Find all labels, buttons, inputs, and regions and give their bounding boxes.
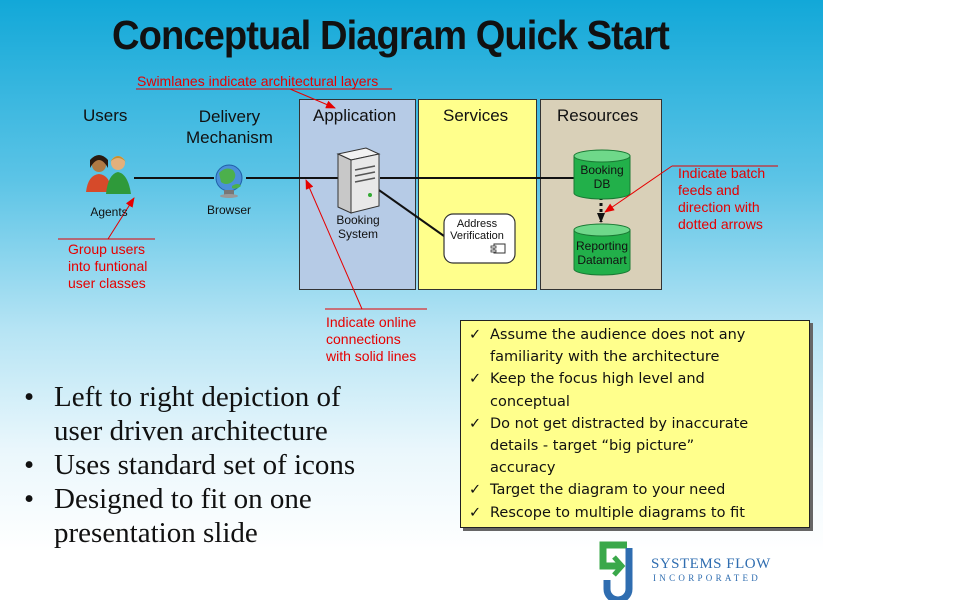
swimlanes-annotation: Swimlanes indicate architectural layers — [137, 73, 379, 89]
checklist-line: accuracy — [490, 460, 556, 477]
online-connections-annotation: Indicate online connections with solid l… — [326, 314, 416, 365]
booking-db-line1: Booking — [580, 163, 624, 177]
browser-icon — [215, 164, 243, 198]
group-users-line1: Group users — [68, 241, 146, 257]
checklist-line: conceptual — [490, 393, 570, 410]
bullet-item: Uses standard set of icons — [22, 448, 355, 482]
delivery-label-line2: Mechanism — [186, 128, 273, 147]
checklist-line: Target the diagram to your need — [490, 482, 726, 499]
bullet-line: Uses standard set of icons — [54, 449, 356, 481]
booking-system-label: Booking System — [330, 213, 386, 241]
agents-label: Agents — [90, 205, 128, 219]
browser-label: Browser — [206, 203, 251, 217]
agents-icon — [86, 155, 131, 194]
online-connections-line3: with solid lines — [326, 348, 417, 364]
checklist-item: ✓ Target the diagram to your need — [469, 479, 803, 501]
batch-feeds-line3: direction with — [678, 199, 760, 215]
booking-db-label: Booking DB — [574, 163, 630, 191]
slide-title: Conceptual Diagram Quick Start — [112, 12, 670, 58]
bullet-list: Left to right depiction of user driven a… — [22, 380, 355, 550]
reporting-datamart-line1: Reporting — [575, 239, 629, 253]
delivery-lane-label: Delivery Mechanism — [186, 106, 273, 148]
checklist-item: ✓ Assume the audience does not any famil… — [469, 324, 803, 368]
booking-system-line2: System — [337, 227, 378, 241]
checklist-line: details - target “big picture” — [490, 438, 695, 455]
batch-feeds-line2: feeds and — [678, 182, 740, 198]
batch-feeds-pointer — [604, 165, 673, 213]
checklist-line: Rescope to multiple diagrams to fit — [490, 504, 745, 521]
online-connections-line2: connections — [326, 331, 401, 347]
batch-feeds-annotation: Indicate batch feeds and direction with … — [678, 165, 765, 233]
delivery-label-line1: Delivery — [198, 107, 261, 126]
bullet-item: Left to right depiction of user driven a… — [22, 380, 355, 448]
resources-lane-label: Resources — [557, 106, 639, 125]
checklist-line: Do not get distracted by inaccurate — [490, 415, 749, 432]
group-users-annotation: Group users into funtional user classes — [68, 241, 147, 292]
bullet-line: Left to right depiction of — [54, 381, 341, 413]
checklist-item: ✓ Keep the focus high level and conceptu… — [469, 368, 803, 412]
services-lane-label: Services — [443, 106, 509, 125]
group-users-pointer — [107, 197, 135, 240]
booking-system-line1: Booking — [336, 213, 380, 227]
address-verification-label: Address Verification — [448, 218, 506, 242]
logo-name: SYSTEMS FLOW — [651, 556, 771, 572]
guidelines-checklist-box: ✓ Assume the audience does not any famil… — [460, 320, 810, 528]
checklist-item: ✓ Do not get distracted by inaccurate de… — [469, 413, 803, 480]
checkmark-icon: ✓ — [469, 327, 482, 343]
reporting-datamart-line2: Datamart — [577, 253, 627, 267]
bullet-line: Designed to fit on one — [54, 483, 312, 515]
bullet-item: Designed to fit on one presentation slid… — [22, 482, 355, 550]
address-verification-line2: Verification — [450, 230, 504, 242]
batch-feeds-line1: Indicate batch — [678, 165, 766, 181]
application-lane-label: Application — [313, 106, 397, 125]
application-swimlane — [299, 99, 416, 290]
reporting-datamart-label: Reporting Datamart — [572, 239, 632, 267]
checkmark-icon: ✓ — [469, 482, 482, 499]
swimlanes-pointer — [289, 88, 336, 109]
connection-booking-address — [375, 187, 445, 237]
systems-flow-logo-mark — [599, 541, 633, 600]
logo-subtitle: INCORPORATED — [653, 573, 762, 583]
group-users-line3: user classes — [68, 275, 146, 291]
diagram-canvas — [58, 88, 778, 600]
online-connections-line1: Indicate online — [326, 314, 417, 330]
bullet-line: user driven architecture — [54, 415, 328, 447]
checkmark-icon: ✓ — [469, 371, 482, 388]
checkmark-icon: ✓ — [469, 415, 482, 432]
batch-feeds-line4: dotted arrows — [678, 216, 763, 232]
reporting-datamart-cylinder — [573, 223, 631, 276]
checklist-line: Keep the focus high level and — [490, 371, 705, 388]
group-users-line2: into funtional — [68, 258, 148, 274]
booking-db-line2: DB — [593, 177, 611, 191]
online-connections-pointer — [305, 179, 363, 310]
address-verification-component — [443, 213, 516, 264]
booking-server-icon — [336, 147, 381, 214]
booking-db-cylinder — [573, 149, 631, 200]
address-verification-line1: Address — [456, 218, 498, 230]
bullet-line: presentation slide — [54, 517, 258, 549]
checkmark-icon: ✓ — [469, 504, 482, 521]
users-lane-label: Users — [83, 106, 128, 125]
checklist-line: familiarity with the architecture — [490, 349, 720, 366]
checklist-line: Assume the audience does not any — [490, 327, 746, 343]
checklist-item: ✓ Rescope to multiple diagrams to fit — [469, 502, 803, 524]
